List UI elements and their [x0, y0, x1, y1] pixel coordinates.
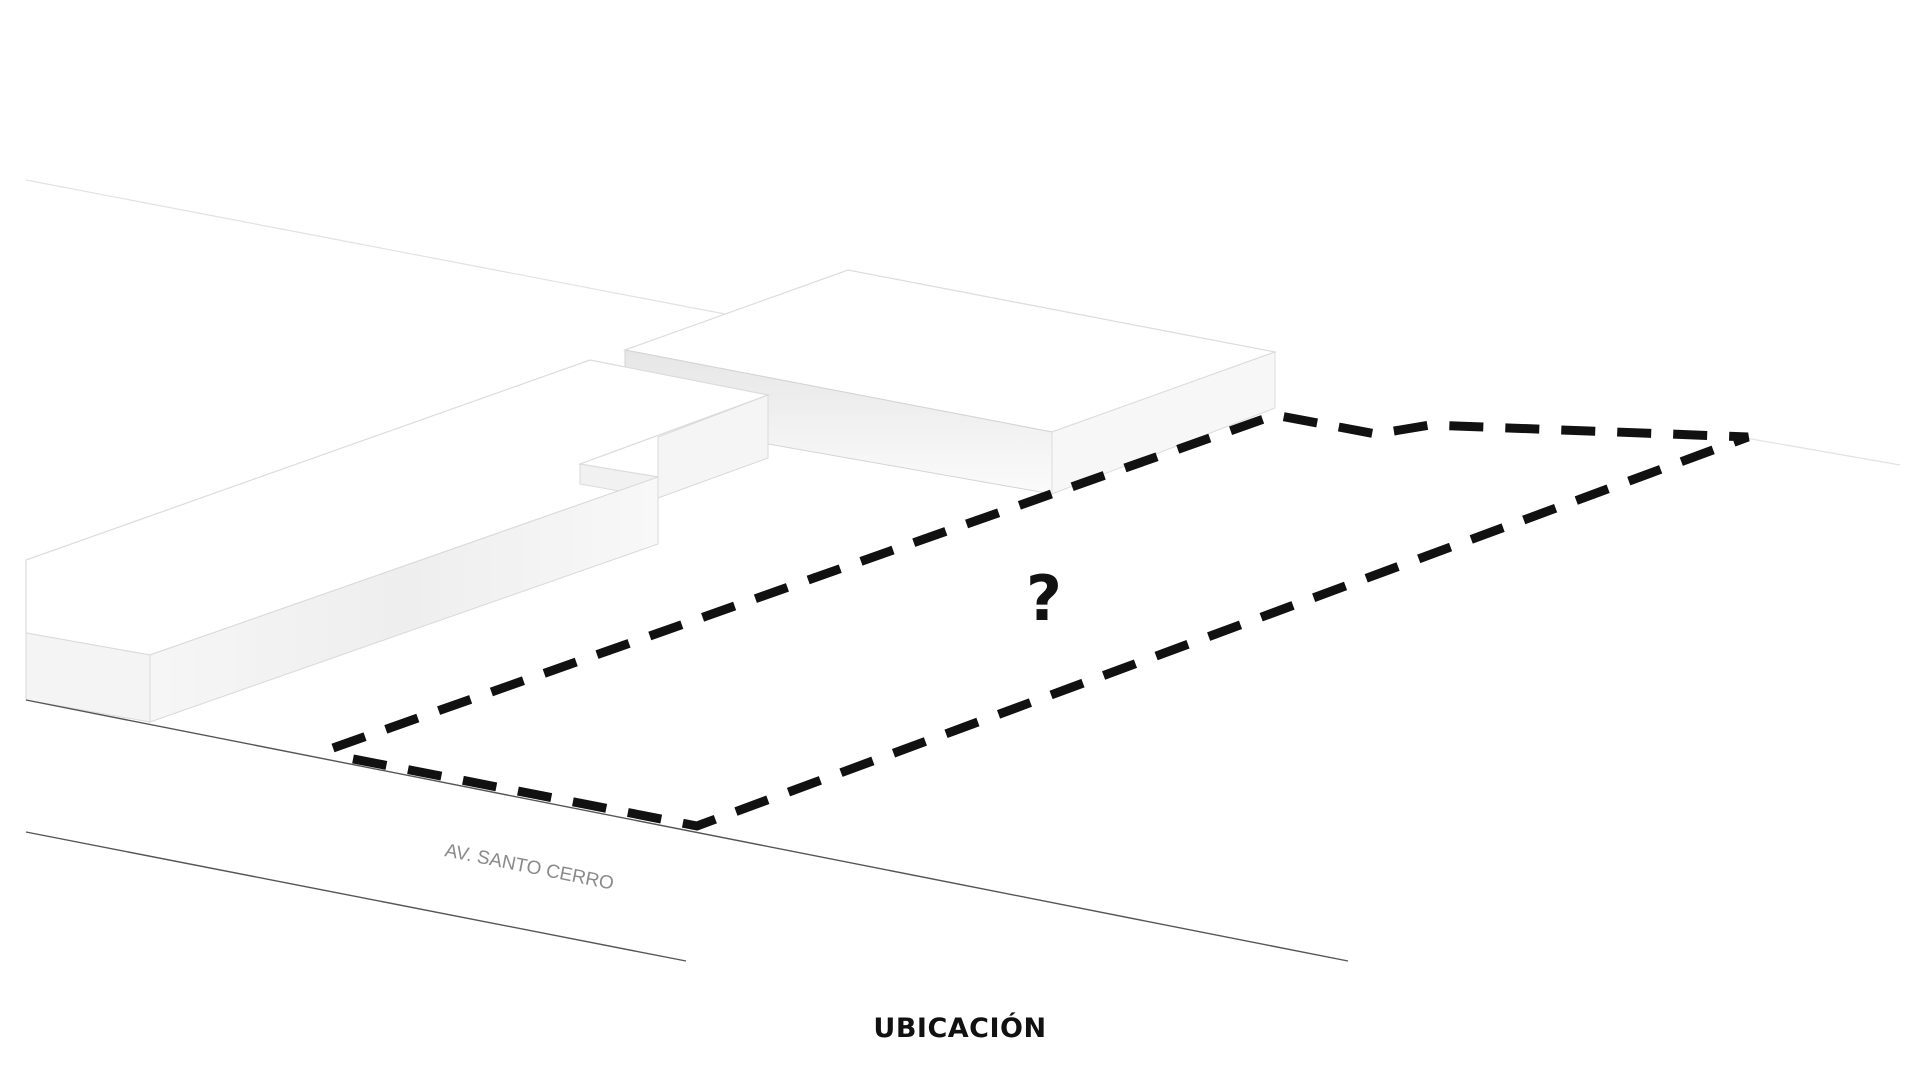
site-boundary-outline: [331, 410, 1750, 831]
building-block-left: [25, 359, 771, 723]
ground-line-right: [1739, 436, 1901, 466]
diagram-caption: UBICACIÓN: [873, 1013, 1047, 1044]
building-block-right: [622, 269, 1278, 495]
ground-line-back: [25, 179, 731, 316]
street-lines: [25, 699, 1349, 962]
site-question-mark: ?: [1026, 562, 1062, 635]
street-name-label: AV. SANTO CERRO: [443, 840, 616, 894]
